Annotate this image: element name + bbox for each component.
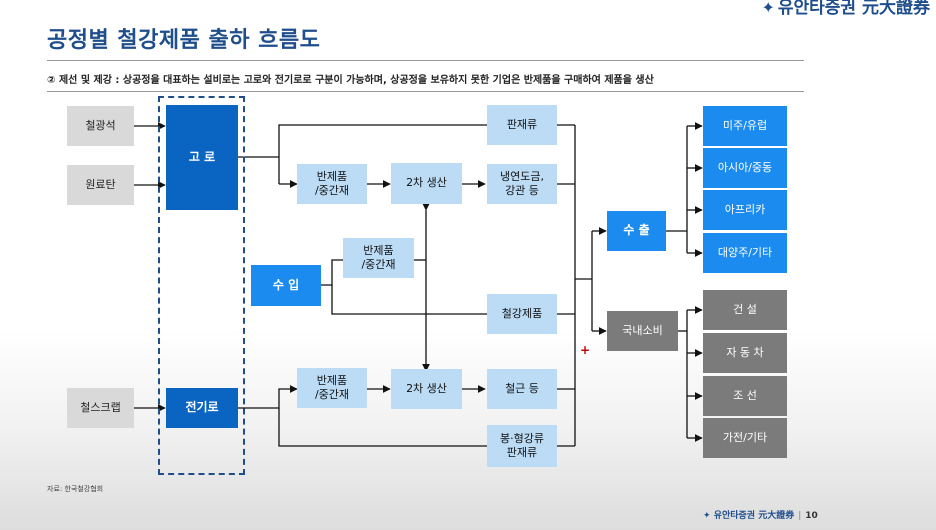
export-region-box: 아시아/중동 bbox=[703, 148, 787, 188]
plate-products-box: 판재류 bbox=[487, 105, 557, 145]
brand-mark-icon: ✦ bbox=[761, 0, 775, 17]
subtitle-divider bbox=[47, 91, 804, 92]
brand-name: 유안타증권 元大證券 bbox=[777, 0, 930, 18]
plus-icon: + bbox=[580, 343, 591, 357]
domestic-consumption-box: 국내소비 bbox=[607, 311, 678, 351]
source-note: 자료: 한국철강협회 bbox=[47, 485, 104, 493]
semi-finished-box-middle: 반제품 /중간재 bbox=[343, 238, 414, 278]
title-divider bbox=[47, 60, 804, 61]
domestic-use-box: 가전/기타 bbox=[703, 418, 787, 458]
footer-brand-name: 유안타증권 元大證券 bbox=[713, 511, 795, 521]
page-number: 10 bbox=[805, 511, 818, 521]
steel-products-box: 철강제품 bbox=[487, 294, 557, 334]
footer-separator: | bbox=[798, 511, 802, 521]
import-box: 수 입 bbox=[251, 265, 321, 306]
footer-brand: ✦ 유안타증권 元大證券|10 bbox=[703, 508, 818, 521]
footer-mark-icon: ✦ bbox=[703, 511, 714, 521]
export-region-box: 대양주/기타 bbox=[703, 233, 787, 273]
secondary-production-box-lower: 2차 생산 bbox=[391, 369, 462, 409]
scrap-box: 철스크랩 bbox=[67, 388, 134, 428]
domestic-use-box: 조 선 bbox=[703, 376, 787, 416]
rebar-box: 철근 등 bbox=[487, 369, 557, 409]
blast-furnace-box: 고 로 bbox=[166, 105, 238, 210]
bar-section-box: 봉·형강류 판재류 bbox=[487, 425, 557, 467]
domestic-use-box: 자 동 차 bbox=[703, 333, 787, 373]
page-title: 공정별 철강제품 출하 흐름도 bbox=[47, 28, 321, 53]
domestic-use-box: 건 설 bbox=[703, 290, 787, 330]
semi-finished-box-upper: 반제품 /중간재 bbox=[297, 164, 367, 204]
semi-finished-box-lower: 반제품 /중간재 bbox=[297, 368, 367, 408]
export-box: 수 출 bbox=[607, 211, 666, 251]
coking-coal-box: 원료탄 bbox=[67, 165, 134, 205]
electric-furnace-box: 전기로 bbox=[166, 388, 238, 428]
export-region-box: 아프리카 bbox=[703, 190, 787, 230]
coated-pipe-box: 냉연도금, 강관 등 bbox=[487, 164, 557, 204]
iron-ore-box: 철광석 bbox=[67, 106, 134, 146]
brand-logo: ✦유안타증권 元大證券 bbox=[761, 0, 930, 18]
secondary-production-box-upper: 2차 생산 bbox=[391, 163, 462, 204]
subtitle: ② 제선 및 제강 : 상공정을 대표하는 설비로는 고로와 전기로로 구분이 … bbox=[47, 75, 654, 86]
upstream-process-frame bbox=[158, 96, 245, 475]
export-region-box: 미주/유럽 bbox=[703, 106, 787, 146]
